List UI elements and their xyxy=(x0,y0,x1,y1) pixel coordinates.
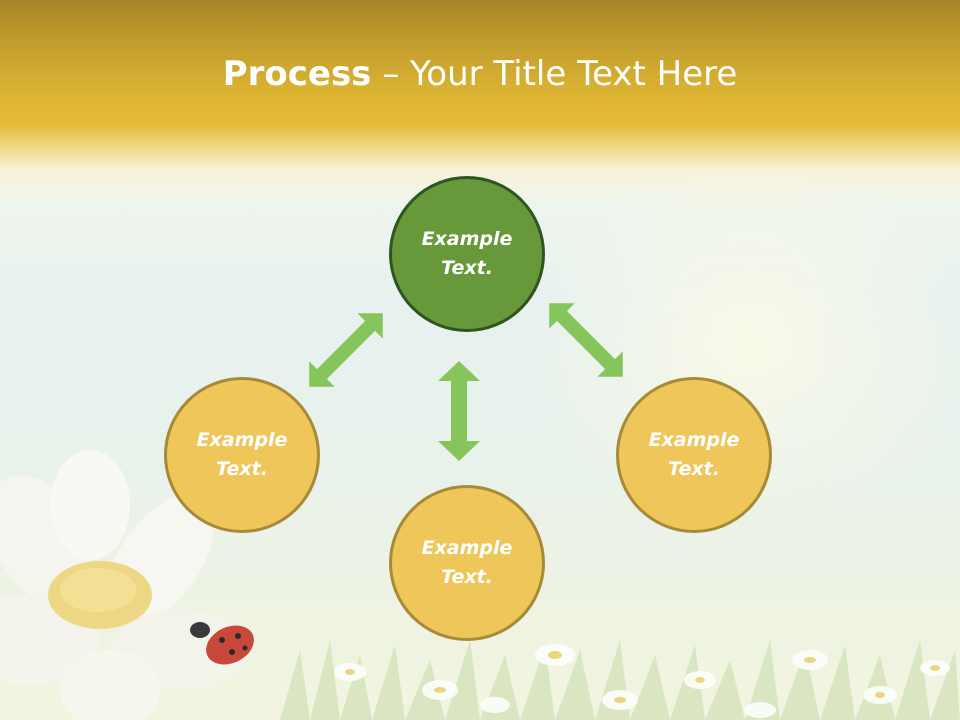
node-right-label: Example Text. xyxy=(648,429,740,480)
process-node-bottom: Example Text. xyxy=(389,485,545,641)
process-node-top: Example Text. xyxy=(389,176,545,332)
ladybug-icon xyxy=(190,622,254,665)
title-bold: Process xyxy=(222,54,372,94)
arrow-top-to-bottom xyxy=(438,361,480,461)
process-node-right: Example Text. xyxy=(616,377,772,533)
node-bottom-label: Example Text. xyxy=(421,537,513,588)
process-node-left: Example Text. xyxy=(164,377,320,533)
arrow-top-to-right xyxy=(549,303,623,377)
arrow-left-to-top xyxy=(309,313,383,387)
node-top-label: Example Text. xyxy=(421,228,513,279)
title-rest: – Your Title Text Here xyxy=(371,54,738,94)
node-left-label: Example Text. xyxy=(196,429,288,480)
slide-title: Process – Your Title Text Here xyxy=(0,52,960,96)
